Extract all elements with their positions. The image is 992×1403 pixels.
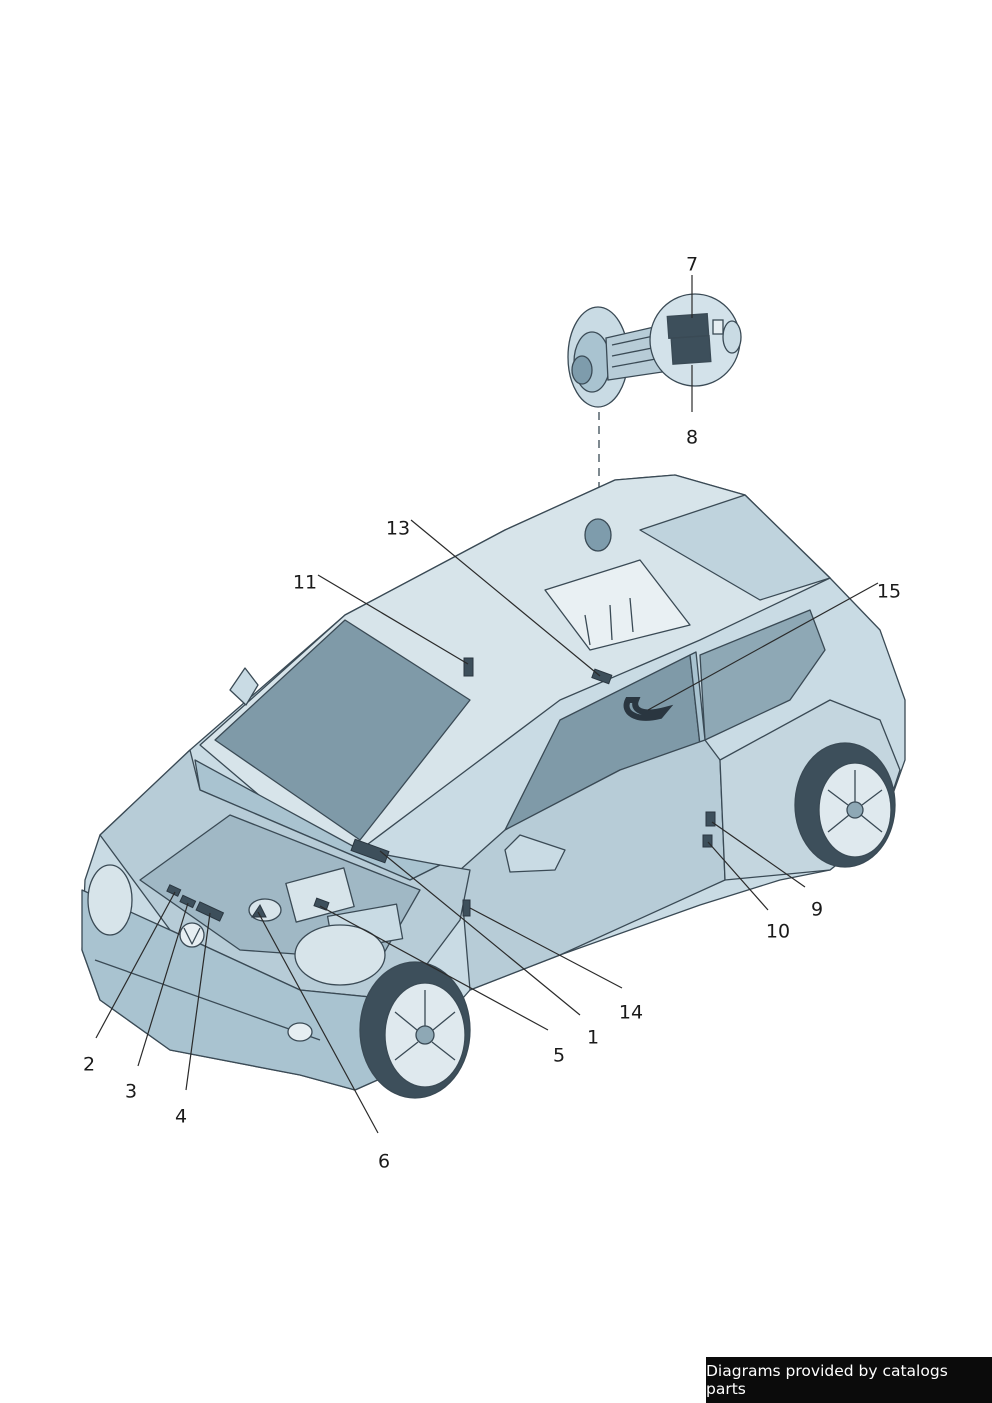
callout-label-8: 8 [685,426,699,449]
car-body [81,474,906,1099]
callout-label-14: 14 [618,1001,644,1024]
callout-label-2: 2 [82,1053,96,1076]
callout-label-4: 4 [174,1105,188,1128]
callout-label-11: 11 [292,571,318,594]
callout-label-5: 5 [552,1044,566,1067]
fuel-flap-detail [567,293,742,520]
footer-text: Diagrams provided by catalogs parts [706,1362,948,1398]
label-patches [166,657,716,922]
callout-label-10: 10 [765,920,791,943]
callout-label-1: 1 [586,1026,600,1049]
callout-label-6: 6 [377,1150,391,1173]
callout-label-13: 13 [385,517,411,540]
callout-label-3: 3 [124,1080,138,1103]
callout-label-9: 9 [810,898,824,921]
footer-banner: Diagrams provided by catalogs parts [706,1357,992,1403]
callout-label-7: 7 [685,253,699,276]
leader-lines [95,275,879,1134]
callout-label-15: 15 [876,580,902,603]
